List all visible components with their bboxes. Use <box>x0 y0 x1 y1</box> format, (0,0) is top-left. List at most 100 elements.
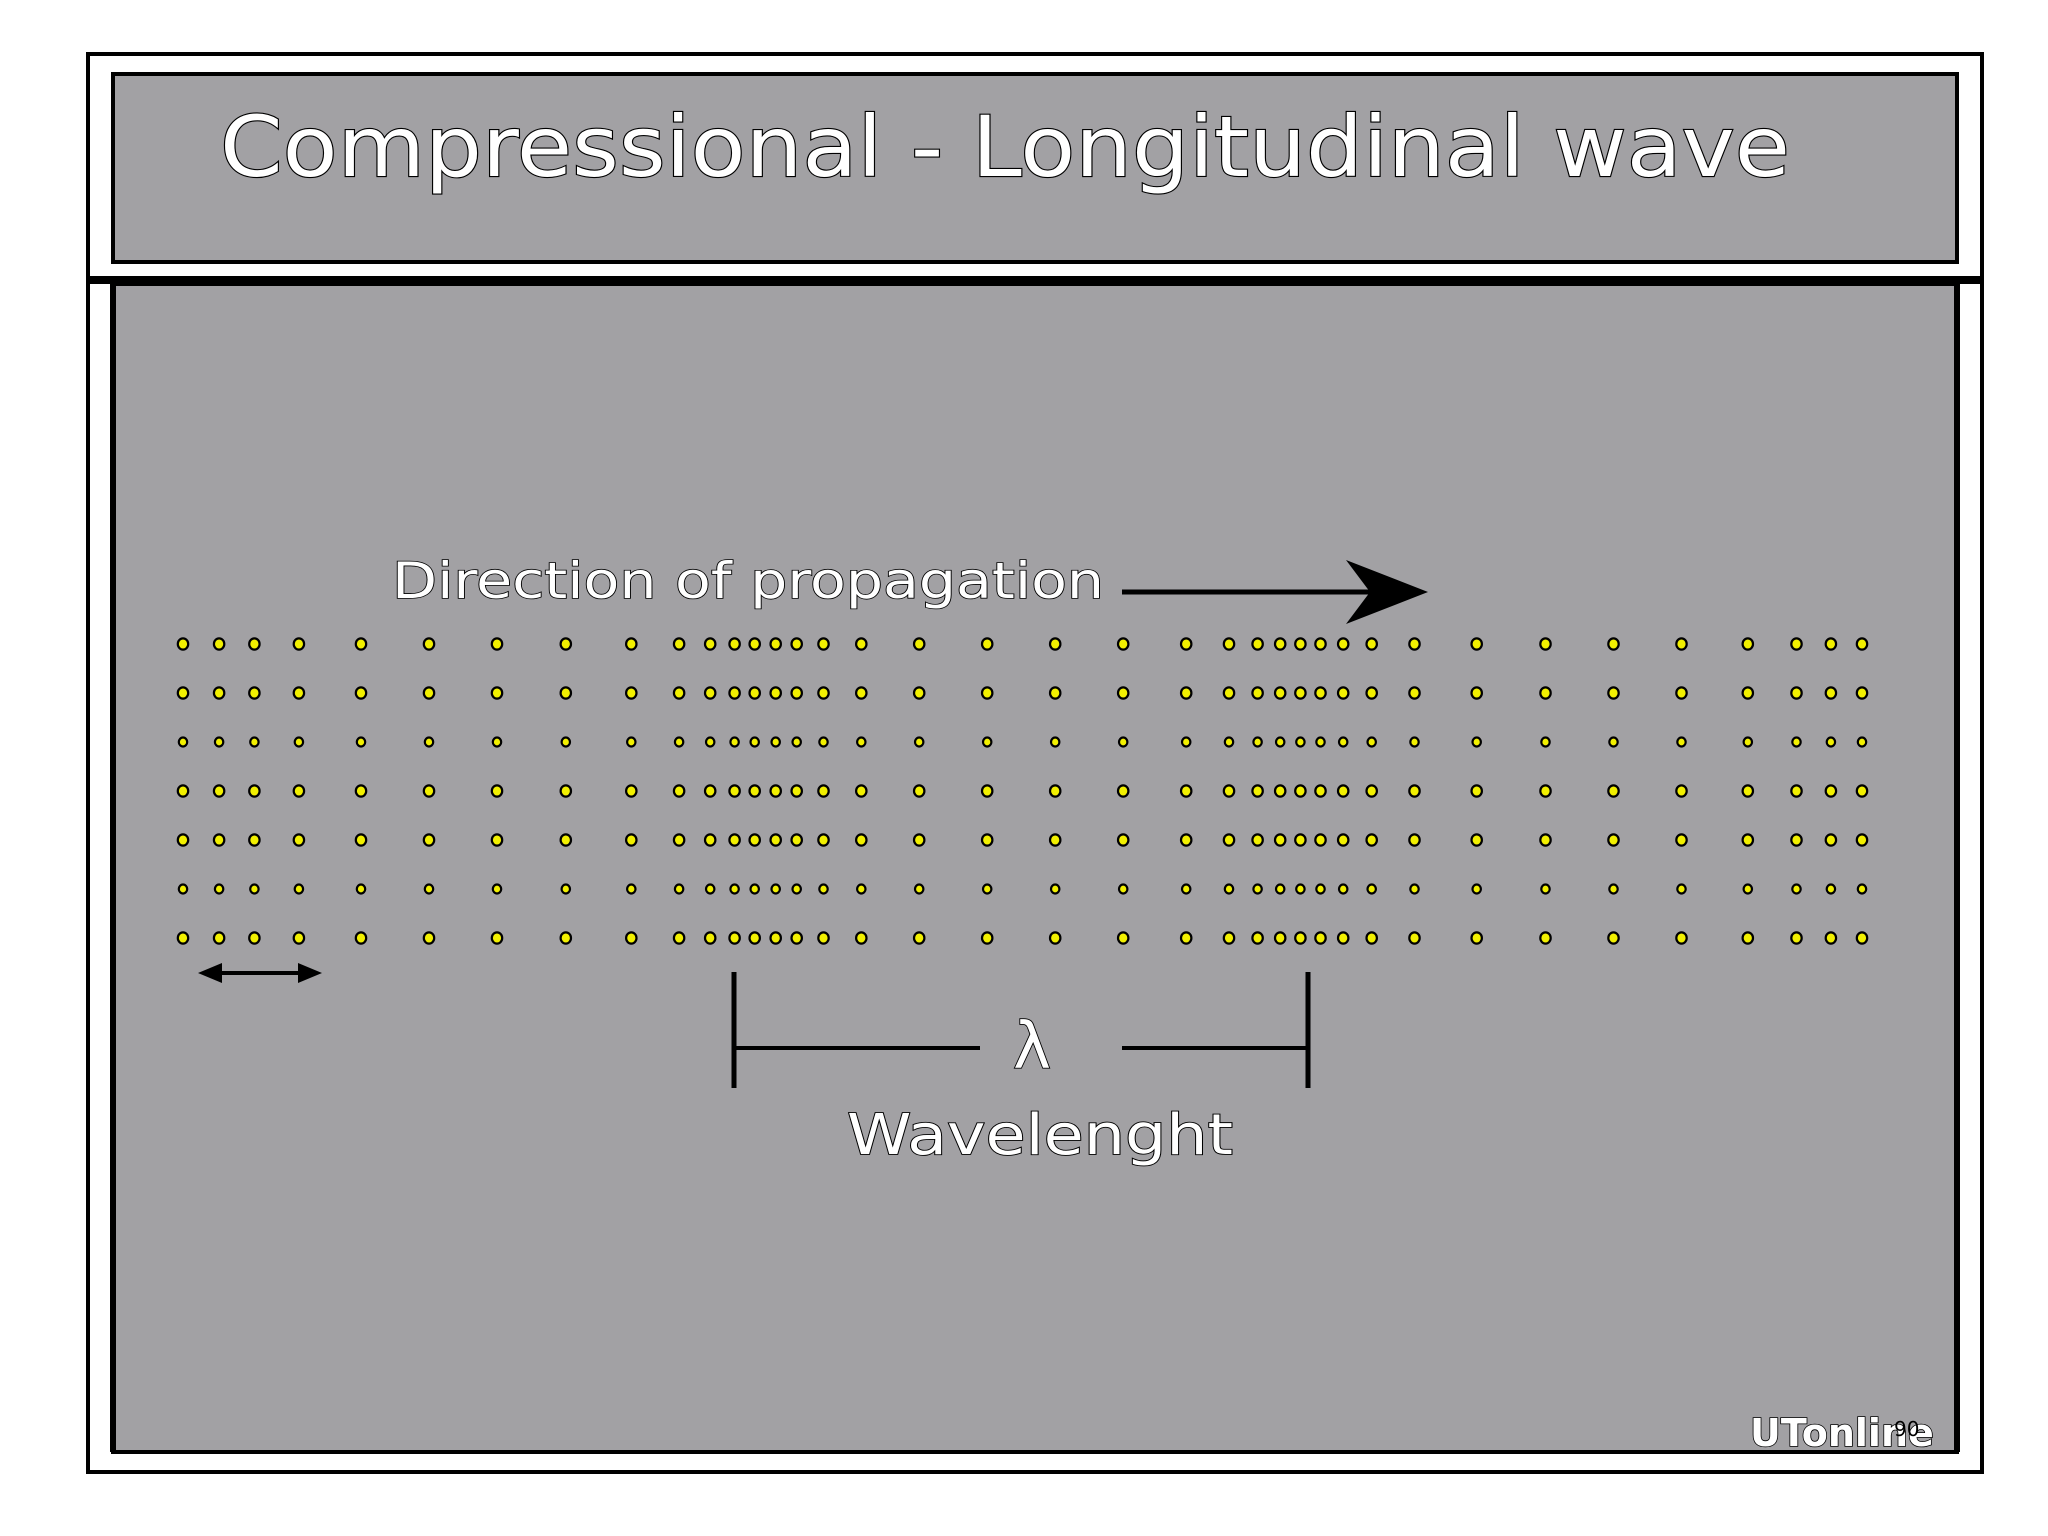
particle-dot <box>625 883 637 895</box>
particle-dot <box>1409 883 1420 895</box>
particle-dot <box>1273 686 1287 700</box>
particle-dot <box>1741 931 1755 945</box>
particle-dot <box>293 883 305 895</box>
particle-dot <box>817 686 830 700</box>
particle-dot <box>1790 931 1803 945</box>
particle-dot <box>490 833 504 847</box>
particle-dot <box>1855 931 1869 945</box>
particle-dot <box>672 686 686 700</box>
particle-dot <box>292 637 306 651</box>
particle-dot <box>1336 637 1350 651</box>
particle-dot <box>1675 686 1688 700</box>
particle-dot <box>703 784 717 798</box>
particle-dot <box>1540 736 1551 748</box>
particle-dot <box>177 883 189 895</box>
particle-dot <box>728 686 741 700</box>
particle-dot <box>790 931 803 945</box>
particle-dot <box>1222 686 1236 700</box>
particle-dot <box>249 883 260 895</box>
particle-dot <box>728 637 741 651</box>
particle-dot <box>703 637 717 651</box>
particle-dot <box>912 686 926 700</box>
particle-dot <box>1179 637 1193 651</box>
particle-dot <box>1741 686 1755 700</box>
particle-dot <box>176 637 190 651</box>
particle-dot <box>423 883 435 895</box>
particle-dot <box>1607 637 1620 651</box>
particle-dot <box>1179 686 1193 700</box>
particle-dot <box>176 833 190 847</box>
wavelength-label: Wavelenght <box>847 1103 1233 1168</box>
particle-dot <box>1314 686 1327 700</box>
particle-dot <box>1315 736 1326 748</box>
particle-dot <box>422 833 436 847</box>
oscillation-double-arrow <box>198 963 322 983</box>
particle-dot <box>248 931 261 945</box>
particle-dot <box>560 736 572 748</box>
particle-dot <box>559 833 573 847</box>
particle-dot <box>1116 686 1130 700</box>
particle-dot <box>559 637 573 651</box>
particle-dot <box>1337 883 1349 895</box>
particle-dot <box>1223 883 1235 895</box>
particle-dot <box>1408 833 1421 847</box>
particle-dot <box>1676 883 1687 895</box>
particle-dot <box>624 784 638 798</box>
particle-dot <box>1825 736 1837 748</box>
particle-dot <box>624 637 638 651</box>
particle-dot <box>1824 637 1838 651</box>
particle-dot <box>1252 883 1263 895</box>
particle-dot <box>248 686 261 700</box>
particle-dot <box>817 931 830 945</box>
particle-dot <box>248 833 261 847</box>
particle-dot <box>1791 883 1802 895</box>
particle-dot <box>728 833 741 847</box>
particle-dot <box>1294 784 1307 798</box>
particle-dot <box>354 833 368 847</box>
particle-dot <box>748 784 761 798</box>
particle-dot <box>1607 931 1620 945</box>
particle-dot <box>769 686 782 700</box>
particle-dot <box>1791 736 1802 748</box>
particle-dot <box>490 931 504 945</box>
particle-dot <box>212 686 226 700</box>
particle-dot <box>1676 736 1687 748</box>
particle-dot <box>770 883 781 895</box>
particle-dot <box>748 637 761 651</box>
particle-dot <box>749 736 760 748</box>
particle-dot <box>422 931 436 945</box>
particle-dot <box>980 686 994 700</box>
particle-dot <box>1366 883 1377 895</box>
particle-dot <box>1675 931 1688 945</box>
particle-dot <box>1607 833 1620 847</box>
particle-dot <box>672 833 686 847</box>
particle-dot <box>673 736 685 748</box>
particle-dot <box>913 736 925 748</box>
particle-dot <box>1251 784 1264 798</box>
particle-dot <box>177 736 189 748</box>
particle-dot <box>817 833 830 847</box>
particle-dot <box>1365 686 1378 700</box>
particle-dot <box>1824 931 1838 945</box>
particle-dot <box>913 883 925 895</box>
particle-dot <box>1470 931 1483 945</box>
particle-dot <box>1251 931 1264 945</box>
particle-dot <box>1675 784 1688 798</box>
particle-dot <box>212 931 226 945</box>
particle-dot <box>790 833 803 847</box>
particle-dot <box>854 931 868 945</box>
particle-dot <box>1790 637 1803 651</box>
divider-line <box>88 276 1982 284</box>
particle-dot <box>1741 833 1755 847</box>
particle-dot <box>1607 784 1620 798</box>
particle-dot <box>1741 637 1755 651</box>
particle-dot <box>790 686 803 700</box>
particle-dot <box>1741 784 1755 798</box>
particle-dot <box>769 833 782 847</box>
particle-dot <box>1470 637 1483 651</box>
particle-dot <box>791 736 802 748</box>
particle-dot <box>248 637 261 651</box>
particle-dot <box>292 686 306 700</box>
particle-dot <box>769 931 782 945</box>
particle-dot <box>1048 637 1062 651</box>
